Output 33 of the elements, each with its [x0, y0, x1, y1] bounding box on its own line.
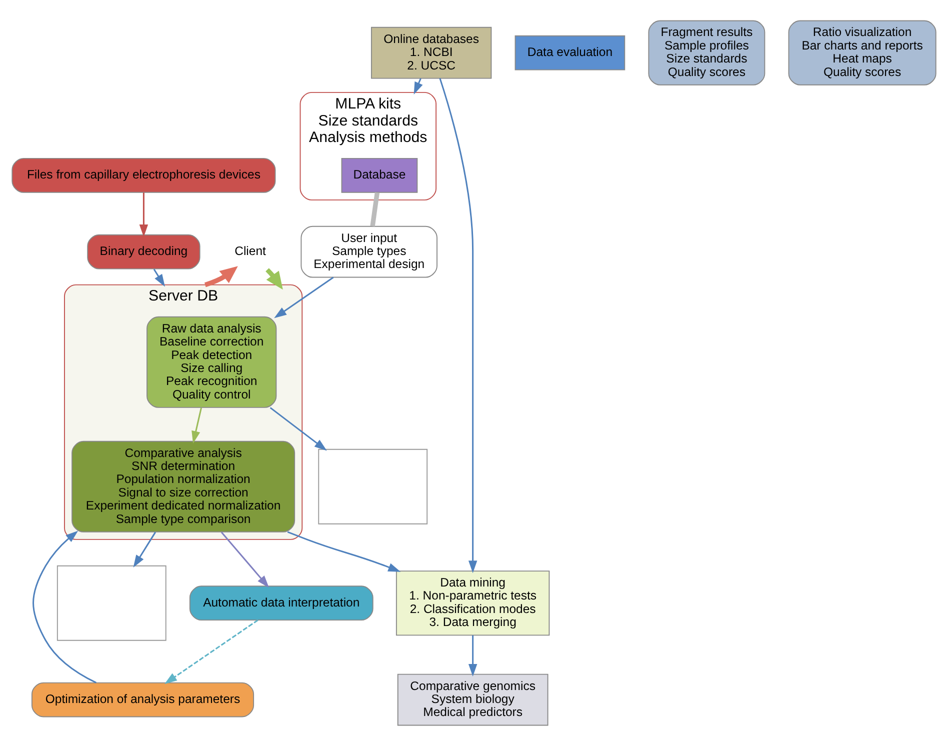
- arrow: [32, 530, 97, 684]
- node-box: Raw data analysis Baseline correction Peak detection Size calling Peak recognition Quality control: [146, 316, 277, 408]
- arrow: [266, 268, 283, 290]
- arrow: [139, 192, 148, 238]
- node-box: Comparative analysis SNR determination Population normalization Signal to size correction Experiment dedicated normalization Sample type comparison: [72, 440, 296, 532]
- node-text: Client: [234, 244, 266, 258]
- arrow: [439, 78, 478, 574]
- node-box: Online databases 1. NCBI 2. UCSC: [370, 26, 492, 79]
- node-box: User input Sample types Experimental design: [300, 226, 438, 278]
- node-box: Optimization of analysis parameters: [31, 682, 254, 718]
- arrow: [270, 407, 327, 451]
- node-box: Data mining 1. Non-parametric tests 2. Classification modes 3. Data merging: [396, 570, 550, 636]
- node-box: [318, 448, 428, 524]
- arrow: [220, 532, 270, 588]
- arrow: [192, 408, 202, 444]
- arrow: [164, 620, 258, 684]
- node-box: Automatic data interpretation: [189, 586, 374, 621]
- arrow: [287, 531, 401, 572]
- node-box: Database: [341, 158, 418, 193]
- arrow: [133, 532, 156, 568]
- node-box: [56, 565, 166, 641]
- node-box: Ratio visualization Bar charts and reports Heat maps Quality scores: [788, 20, 936, 86]
- arrow: [204, 266, 238, 288]
- node-box: Data evaluation: [514, 35, 626, 70]
- connector: [370, 192, 380, 227]
- arrow: [414, 78, 423, 95]
- node-box: Fragment results Sample profiles Size standards Quality scores: [648, 20, 766, 86]
- node-box: Comparative genomics System biology Medical predictors: [397, 674, 548, 726]
- node-box: Binary decoding: [87, 234, 200, 270]
- arrow: [274, 276, 334, 318]
- arrow: [468, 635, 478, 676]
- arrow: [153, 268, 165, 287]
- node-box: Files from capillary electrophoresis devices: [12, 158, 276, 193]
